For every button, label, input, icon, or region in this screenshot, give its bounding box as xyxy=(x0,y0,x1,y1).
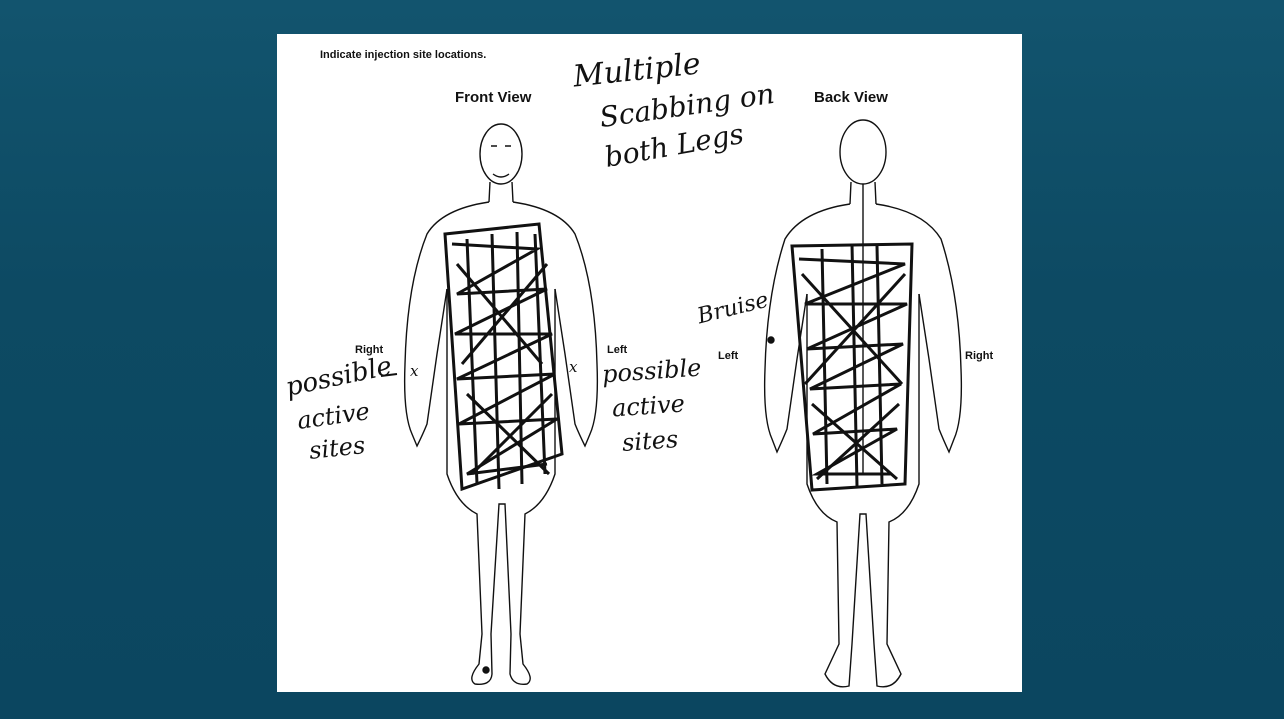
handwritten-note-sites-left: sites xyxy=(308,433,366,463)
body-diagram-form: Indicate injection site locations. Front… xyxy=(277,34,1022,692)
back-right-label: Right xyxy=(965,350,993,362)
back-scribble-marks xyxy=(792,244,912,490)
front-body-outline xyxy=(405,124,598,684)
injection-mark-x-front-right: x xyxy=(410,364,418,379)
front-left-label: Left xyxy=(607,344,627,356)
handwritten-note-active-mid: active xyxy=(611,391,685,420)
handwritten-note-possible-mid: possible xyxy=(601,356,702,387)
handwritten-note-sites-mid: sites xyxy=(621,427,679,455)
back-body-outline xyxy=(765,120,962,687)
form-instruction: Indicate injection site locations. xyxy=(320,49,486,61)
back-view-title: Back View xyxy=(814,89,888,106)
front-view-title: Front View xyxy=(455,89,531,106)
injection-mark-x-front-left: x xyxy=(569,360,577,375)
back-left-label: Left xyxy=(718,350,738,362)
front-scribble-marks xyxy=(445,224,562,489)
